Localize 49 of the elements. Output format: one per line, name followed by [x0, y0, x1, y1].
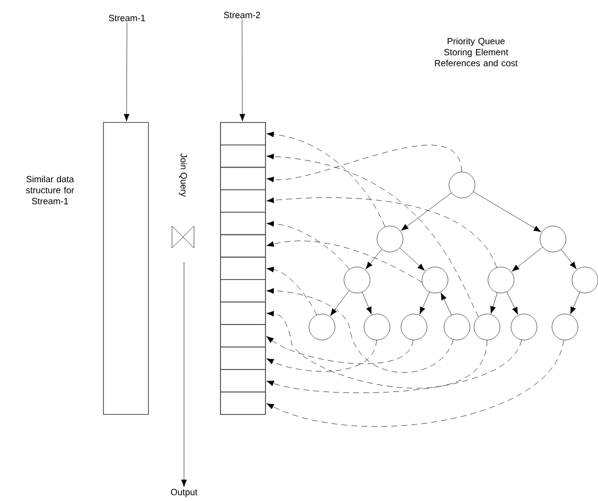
arrow [400, 248, 425, 271]
tree-node-circle [540, 226, 566, 252]
tree-node-circle [376, 226, 404, 252]
arrow [512, 246, 543, 272]
tree-node-circle [448, 172, 476, 198]
reference-arrow [266, 310, 488, 388]
reference-arrow [266, 266, 317, 316]
tree-node-circle [474, 314, 500, 340]
reference-arrow [266, 340, 522, 394]
reference-arrow [266, 220, 350, 270]
stream-label: Stream-2 [224, 12, 260, 18]
arrow [506, 292, 518, 315]
arrow [330, 290, 350, 316]
reference-arrow [266, 240, 422, 282]
output-label: Output [170, 488, 198, 498]
reference-arrow [266, 336, 414, 364]
arrow [362, 292, 372, 314]
tree-node-circle [364, 314, 390, 340]
reference-arrow [266, 132, 386, 227]
arrow [240, 19, 246, 122]
arrow [181, 262, 187, 488]
reference-arrow [266, 197, 497, 268]
heading-text: Priority Queue Storing Element References and cost [434, 38, 518, 66]
note-text: Similar data structure for Stream-1 [26, 176, 74, 204]
arrow [420, 292, 430, 314]
arrow [570, 292, 580, 314]
arrow [490, 292, 498, 314]
tree-node-circle [552, 314, 578, 340]
reference-arrow [266, 340, 377, 372]
stream-label: Stream-1 [108, 14, 146, 22]
tree-node-circle [444, 314, 470, 340]
arrow [401, 192, 452, 231]
tree-node-circle [422, 266, 448, 294]
rotated-label: Join Query [178, 153, 188, 197]
arrow [560, 249, 577, 270]
arrow [124, 22, 130, 122]
tree-node-circle [308, 314, 336, 340]
arrow [473, 192, 542, 232]
arrow [366, 249, 382, 270]
tree-node-circle [344, 266, 370, 294]
buffer-box [103, 122, 149, 415]
tree-node-circle [510, 314, 538, 340]
reference-arrow [266, 145, 462, 182]
arrow [440, 292, 452, 316]
tree-node-circle [400, 314, 428, 340]
reference-arrow [266, 288, 454, 373]
reference-arrow [266, 154, 479, 318]
reference-arrow [266, 340, 564, 427]
tree-node-circle [488, 266, 514, 294]
